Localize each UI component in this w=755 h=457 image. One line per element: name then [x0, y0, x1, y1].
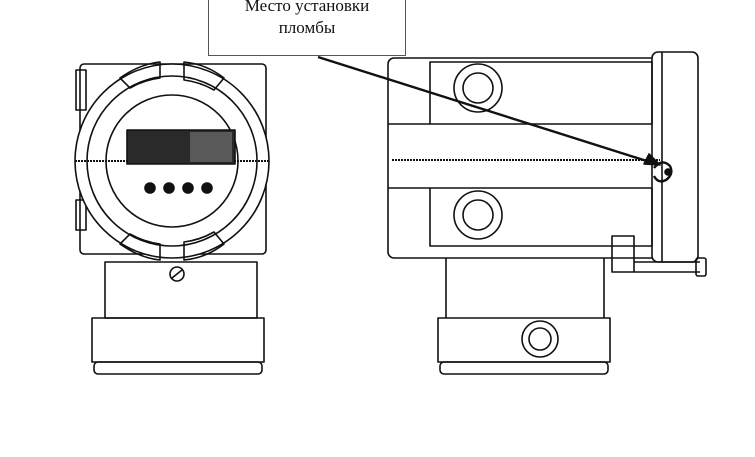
front-cover-rib-3: [119, 233, 161, 261]
side-lock-knob: [695, 257, 707, 277]
side-lock-pin-body: [611, 235, 635, 273]
front-button-3: [182, 182, 194, 194]
side-base-bottom: [439, 361, 609, 375]
front-display-glare: [190, 132, 232, 162]
arrow-head: [643, 153, 661, 166]
side-entry-bottom-inner: [462, 199, 494, 231]
front-base: [91, 317, 265, 363]
seal-point: [664, 168, 672, 176]
side-view: [387, 51, 707, 375]
front-button-2: [163, 182, 175, 194]
side-entry-top-outer: [453, 63, 503, 113]
side-housing: [387, 57, 661, 259]
side-drain-inner: [528, 327, 552, 351]
side-entry-bottom-outer: [453, 190, 503, 240]
front-cover-rib-1: [119, 61, 161, 89]
arrow-shaft: [317, 55, 651, 164]
side-lower-band: [429, 187, 653, 247]
seal-location-callout: Место установки пломбы: [208, 0, 406, 56]
front-left-tab-top: [75, 69, 87, 111]
callout-arrow: [317, 55, 661, 166]
side-cover: [651, 51, 699, 263]
side-entry-top-inner: [462, 72, 494, 104]
front-button-4: [201, 182, 213, 194]
front-cover-rib-4: [183, 231, 225, 261]
front-button-1: [144, 182, 156, 194]
front-left-tab-bottom: [75, 199, 87, 231]
side-drain-outer: [521, 320, 559, 358]
callout-line-1: Место установки: [244, 0, 370, 15]
front-view: [74, 61, 270, 375]
front-base-bottom: [93, 361, 263, 375]
front-cover-rib-2: [183, 61, 225, 91]
front-lock-screw-slot: [171, 269, 183, 279]
callout-line-2: пломбы: [278, 18, 336, 37]
side-neck: [445, 258, 605, 318]
